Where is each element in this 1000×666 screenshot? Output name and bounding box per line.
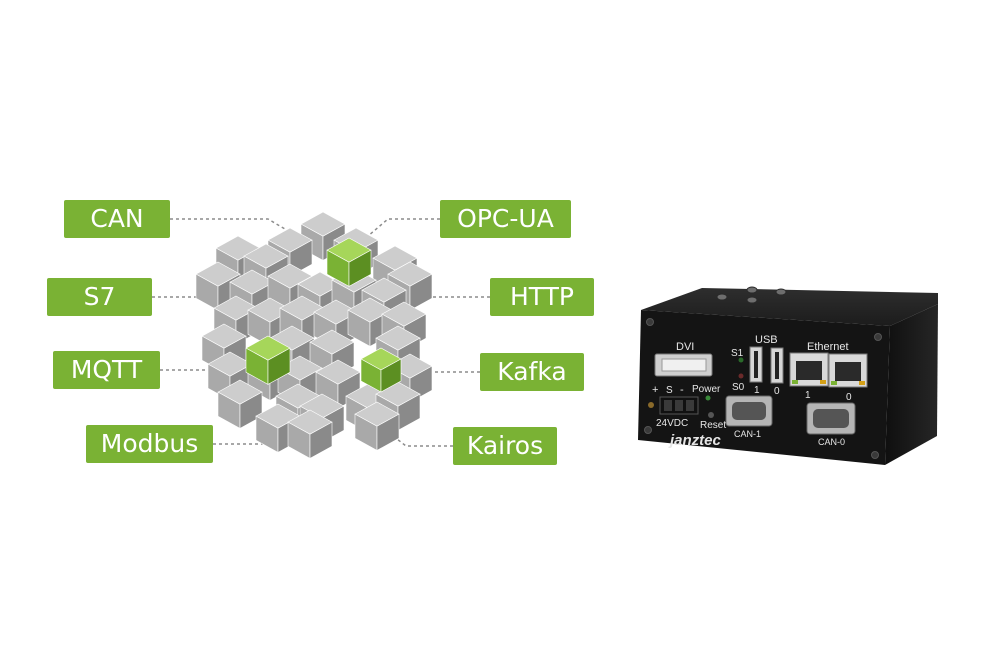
label-reset: Reset <box>700 420 726 431</box>
green-cube <box>360 347 402 393</box>
reset-button <box>708 412 714 418</box>
label-eth-0: 0 <box>846 392 852 403</box>
label-s0: S0 <box>732 382 745 393</box>
device-side-face <box>885 304 938 465</box>
label-power: Power <box>692 384 721 395</box>
grey-cube <box>217 379 263 429</box>
protocol-label-kairos: Kairos <box>453 427 557 465</box>
grey-cube <box>354 401 400 451</box>
label-ethernet: Ethernet <box>807 341 849 353</box>
label-usb-1: 1 <box>754 385 760 396</box>
grey-cube <box>287 409 333 459</box>
device-brand-logo: janztec <box>668 432 722 449</box>
protocol-label-modbus: Modbus <box>86 425 213 463</box>
label-plus: + <box>652 384 658 396</box>
green-cube <box>245 335 291 385</box>
label-minus: - <box>680 384 684 396</box>
protocol-label-s7: S7 <box>47 278 152 316</box>
led-power <box>705 395 711 401</box>
led-s0 <box>738 373 744 379</box>
led-s1 <box>738 357 744 363</box>
label-can0: CAN-0 <box>818 437 845 447</box>
label-can1: CAN-1 <box>734 429 761 439</box>
green-cube <box>326 237 372 287</box>
protocol-label-can: CAN <box>64 200 170 238</box>
label-usb: USB <box>755 334 778 346</box>
grey-cube <box>315 359 361 409</box>
protocol-label-kafka: Kafka <box>480 353 584 391</box>
protocol-label-mqtt: MQTT <box>53 351 160 389</box>
label-eth-1: 1 <box>805 390 811 401</box>
front-screws <box>644 318 882 459</box>
top-bolts <box>716 286 787 304</box>
device-top-face <box>641 288 938 326</box>
label-s: S <box>666 385 673 396</box>
label-dvi: DVI <box>676 341 694 353</box>
label-usb-0: 0 <box>774 386 780 397</box>
protocol-label-opcua: OPC-UA <box>440 200 571 238</box>
protocol-label-http: HTTP <box>490 278 594 316</box>
connector-can <box>170 218 291 233</box>
label-voltage: 24VDC <box>656 418 688 429</box>
label-s1: S1 <box>731 348 744 359</box>
